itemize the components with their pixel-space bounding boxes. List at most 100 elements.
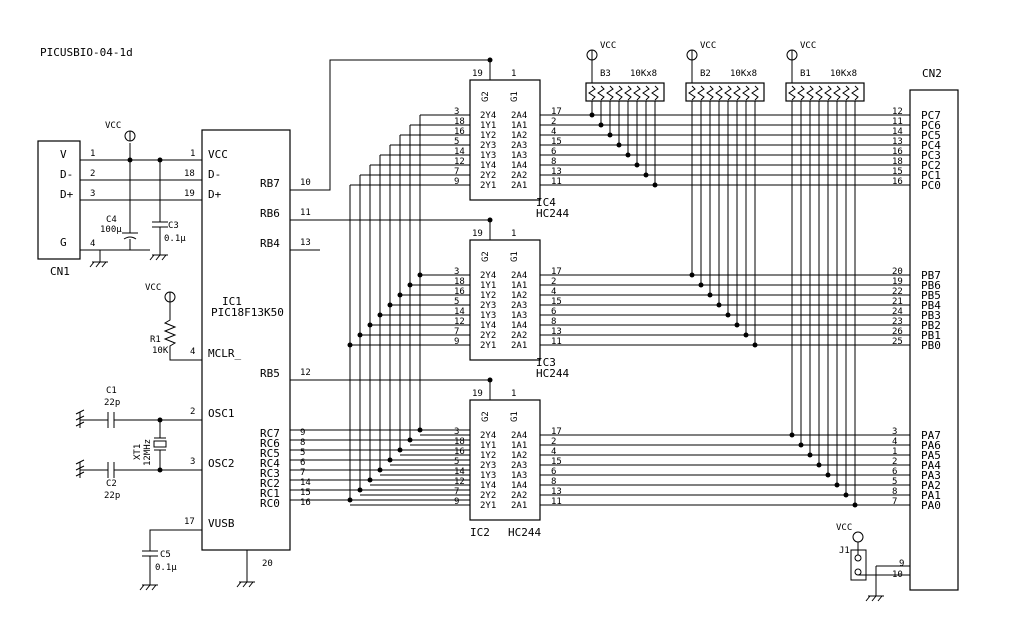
svg-text:18: 18 xyxy=(184,169,195,179)
pin-number: 13 xyxy=(551,167,562,177)
pin-label: 1Y3 xyxy=(480,471,496,481)
cn2-pin-label: PB0 xyxy=(921,339,941,352)
pin-label: 1Y3 xyxy=(480,151,496,161)
svg-text:0.1μ: 0.1μ xyxy=(155,563,177,573)
array-value: 10Kx8 xyxy=(730,69,757,79)
pin-number: 13 xyxy=(551,487,562,497)
cn2-pin-number: 7 xyxy=(892,497,897,507)
cn1-pin3-label: D+ xyxy=(60,188,74,201)
array-name: B1 xyxy=(800,69,811,79)
pin-number: 14 xyxy=(454,147,465,157)
pin-number: 7 xyxy=(454,327,459,337)
array-value: 10Kx8 xyxy=(830,69,857,79)
pin-number: 15 xyxy=(551,457,562,467)
pin-label: 2Y2 xyxy=(480,331,496,341)
pin-number: 13 xyxy=(551,327,562,337)
svg-text:4: 4 xyxy=(190,347,195,357)
pin-label: 2Y3 xyxy=(480,461,496,471)
svg-text:RC4: RC4 xyxy=(260,457,280,470)
g1-label: G1 xyxy=(510,91,520,102)
pin-number: 14 xyxy=(454,307,465,317)
cn2-pin-number: 11 xyxy=(892,117,903,127)
ic1-left-3: MCLR_ xyxy=(208,347,241,360)
pin-number: 17 xyxy=(551,427,562,437)
pin-number: 1 xyxy=(511,69,516,79)
capacitor-c4: C4 100μ xyxy=(80,215,150,251)
cn2-pin-number: 1 xyxy=(892,447,897,457)
svg-text:22p: 22p xyxy=(104,491,120,501)
vcc-symbol: VCC xyxy=(105,121,136,142)
pin-label: 1A2 xyxy=(511,451,527,461)
cn2-pin-label: PA3 xyxy=(921,469,941,482)
cn2-pin-number: 5 xyxy=(892,477,897,487)
g1-label: G1 xyxy=(510,251,520,262)
cn2-pin-number: 21 xyxy=(892,297,903,307)
cn2-pin-number: 6 xyxy=(892,467,897,477)
pin-label: 1Y2 xyxy=(480,291,496,301)
pin-label: 2Y3 xyxy=(480,301,496,311)
pin-number: 4 xyxy=(551,287,556,297)
pin-label: 2Y1 xyxy=(480,181,496,191)
cn2-pin-label: PA7 xyxy=(921,429,941,442)
port-c-bus xyxy=(290,114,470,506)
ic1-left-6: VUSB xyxy=(208,517,235,530)
svg-text:11: 11 xyxy=(300,208,311,218)
svg-text:VCC: VCC xyxy=(836,523,852,533)
cn2-pin-label: PB2 xyxy=(921,319,941,332)
pin-number: 19 xyxy=(472,69,483,79)
cn2-pin-label: PB3 xyxy=(921,309,941,322)
svg-text:7: 7 xyxy=(300,468,305,478)
svg-text:12: 12 xyxy=(300,368,311,378)
pin-label: 1A3 xyxy=(511,311,527,321)
pin-number: 5 xyxy=(454,457,459,467)
pin-number: 6 xyxy=(551,467,556,477)
cn2-pin-label: PA0 xyxy=(921,499,941,512)
cn1-connector: V D- D+ G 1 2 3 4 CN1 xyxy=(37,140,95,278)
pin-label: 1Y3 xyxy=(480,311,496,321)
pin-number: 11 xyxy=(551,177,562,187)
pin-label: 2A4 xyxy=(511,271,527,281)
pin-number: 5 xyxy=(454,297,459,307)
pin-number: 12 xyxy=(454,317,465,327)
pin-number: 7 xyxy=(454,487,459,497)
cn2-pin-number: 19 xyxy=(892,277,903,287)
pin-number: 4 xyxy=(551,447,556,457)
svg-text:C5: C5 xyxy=(160,550,171,560)
pin-number: 17 xyxy=(551,107,562,117)
ic1-left-1: D- xyxy=(208,168,221,181)
svg-text:C4: C4 xyxy=(106,215,117,225)
pin-label: 2Y4 xyxy=(480,271,496,281)
cn2-pin-number: 16 xyxy=(892,147,903,157)
array-name: B2 xyxy=(700,69,711,79)
pin-number: 6 xyxy=(551,147,556,157)
pin-number: 9 xyxy=(454,177,459,187)
cn2-pin-number: 18 xyxy=(892,157,903,167)
pin-label: 1A3 xyxy=(511,471,527,481)
cn2-pin-number: 15 xyxy=(892,167,903,177)
pin-number: 12 xyxy=(454,477,465,487)
pin-number: 8 xyxy=(551,317,556,327)
cn2-pin-label: PA5 xyxy=(921,449,941,462)
pin-label: 2A1 xyxy=(511,341,527,351)
pin-number: 8 xyxy=(551,157,556,167)
pin-number: 2 xyxy=(551,437,556,447)
pin-label: 1A4 xyxy=(511,481,527,491)
svg-text:100μ: 100μ xyxy=(100,225,122,235)
ic1-left-4: OSC1 xyxy=(208,407,235,420)
svg-text:8: 8 xyxy=(300,438,305,448)
svg-text:9: 9 xyxy=(300,428,305,438)
svg-text:VCC: VCC xyxy=(145,283,161,293)
pin-label: 1A1 xyxy=(511,121,527,131)
pin-label: 1Y1 xyxy=(480,121,496,131)
cn2-pin-label: PC7 xyxy=(921,109,941,122)
cn1-pin4-num: 4 xyxy=(90,239,95,249)
svg-text:5: 5 xyxy=(300,448,305,458)
cn2-pin-label: PC4 xyxy=(921,139,941,152)
pin-number: 14 xyxy=(454,467,465,477)
cn2-pin-number: 23 xyxy=(892,317,903,327)
svg-text:C3: C3 xyxy=(168,221,179,231)
pin-label: 2Y4 xyxy=(480,431,496,441)
cn1-pin3-num: 3 xyxy=(90,189,95,199)
